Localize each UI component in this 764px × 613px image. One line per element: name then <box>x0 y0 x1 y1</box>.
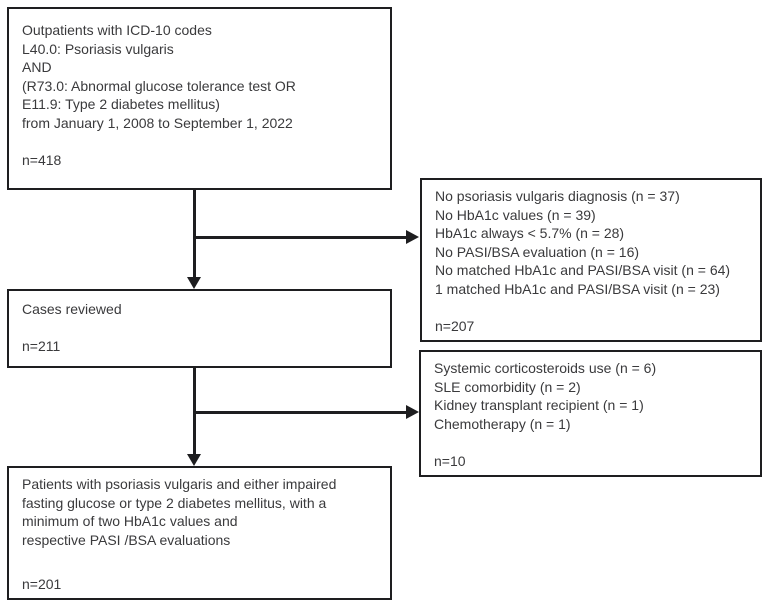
box-text-line: 1 matched HbA1c and PASI/BSA visit (n = … <box>435 280 720 297</box>
box-final-cohort: Patients with psoriasis vulgaris and eit… <box>7 466 392 600</box>
box-text-line: HbA1c always < 5.7% (n = 28) <box>435 225 625 242</box>
box-text-line: (R73.0: Abnormal glucose tolerance test … <box>22 77 296 94</box>
box-text-line: Chemotherapy (n = 1) <box>434 415 571 432</box>
box-text-line: AND <box>22 59 52 76</box>
connector-horizontal-2 <box>193 411 407 414</box>
down-arrowhead <box>187 454 201 466</box>
box-cases-reviewed: Cases reviewed n=211 <box>7 289 392 368</box>
connector-horizontal-1 <box>193 236 407 239</box>
right-arrowhead <box>406 405 419 419</box>
box-text-line: Outpatients with ICD-10 codes <box>22 22 212 38</box>
box-text-line: L40.0: Psoriasis vulgaris <box>22 40 174 57</box>
sample-count: n=201 <box>22 576 62 593</box>
box-text-line: Patients with psoriasis vulgaris and eit… <box>22 476 337 492</box>
sample-count: n=211 <box>22 338 61 355</box>
sample-count: n=207 <box>435 318 475 335</box>
box-text-line: No matched HbA1c and PASI/BSA visit (n =… <box>435 262 731 279</box>
box-text-line: Kidney transplant recipient (n = 1) <box>434 397 644 414</box>
box-text-line: Cases reviewed <box>22 301 122 317</box>
box-text-line: fasting glucose or type 2 diabetes melli… <box>22 494 327 511</box>
box-text-line: No PASI/BSA evaluation (n = 16) <box>435 243 640 260</box>
box-exclusions-review: No psoriasis vulgaris diagnosis (n = 37)… <box>420 178 762 342</box>
box-text-line: SLE comorbidity (n = 2) <box>434 378 581 395</box>
right-arrowhead <box>406 230 419 244</box>
box-text-line: from January 1, 2008 to September 1, 202… <box>22 114 293 131</box>
box-exclusions-clinical: Systemic corticosteroids use (n = 6) SLE… <box>419 350 762 477</box>
sample-count: n=418 <box>22 152 62 169</box>
box-text-line: No psoriasis vulgaris diagnosis (n = 37) <box>435 188 680 204</box>
box-text-line: respective PASI /BSA evaluations <box>22 531 231 548</box>
connector-vertical-1 <box>193 190 196 278</box>
box-text-line: minimum of two HbA1c values and <box>22 513 238 530</box>
sample-count: n=10 <box>434 452 466 469</box>
box-text-line: Systemic corticosteroids use (n = 6) <box>434 360 657 376</box>
box-text-line: No HbA1c values (n = 39) <box>435 206 596 223</box>
down-arrowhead <box>187 277 201 289</box>
box-eligible-outpatients: Outpatients with ICD-10 codes L40.0: Pso… <box>7 7 392 190</box>
box-text-line: E11.9: Type 2 diabetes mellitus) <box>22 96 220 113</box>
